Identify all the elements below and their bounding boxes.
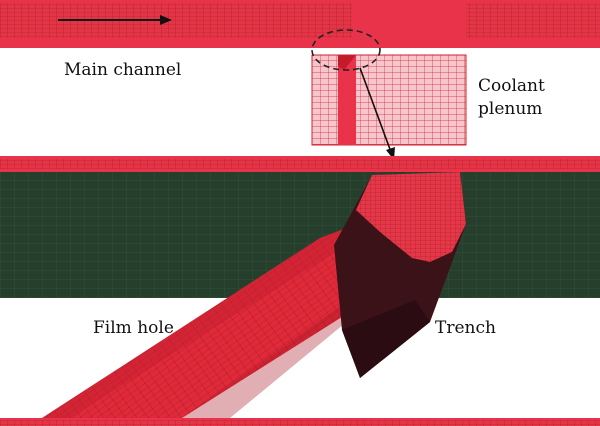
film-hole-label: Film hole bbox=[93, 318, 174, 338]
coolant-plenum-label-line2: plenum bbox=[478, 98, 543, 119]
upper-wall-mesh bbox=[0, 156, 600, 172]
zoom-callout-ellipse bbox=[311, 29, 381, 71]
trench-label: Trench bbox=[435, 318, 496, 338]
coolant-plenum-label: Coolant plenum bbox=[478, 75, 545, 121]
bottom-wall-mesh bbox=[0, 418, 600, 426]
flow-direction-arrow bbox=[58, 15, 172, 25]
coolant-plenum-label-line1: Coolant bbox=[478, 76, 545, 96]
main-channel-mesh bbox=[0, 0, 600, 48]
main-channel-label: Main channel bbox=[64, 60, 182, 80]
trench-mesh bbox=[334, 172, 466, 378]
